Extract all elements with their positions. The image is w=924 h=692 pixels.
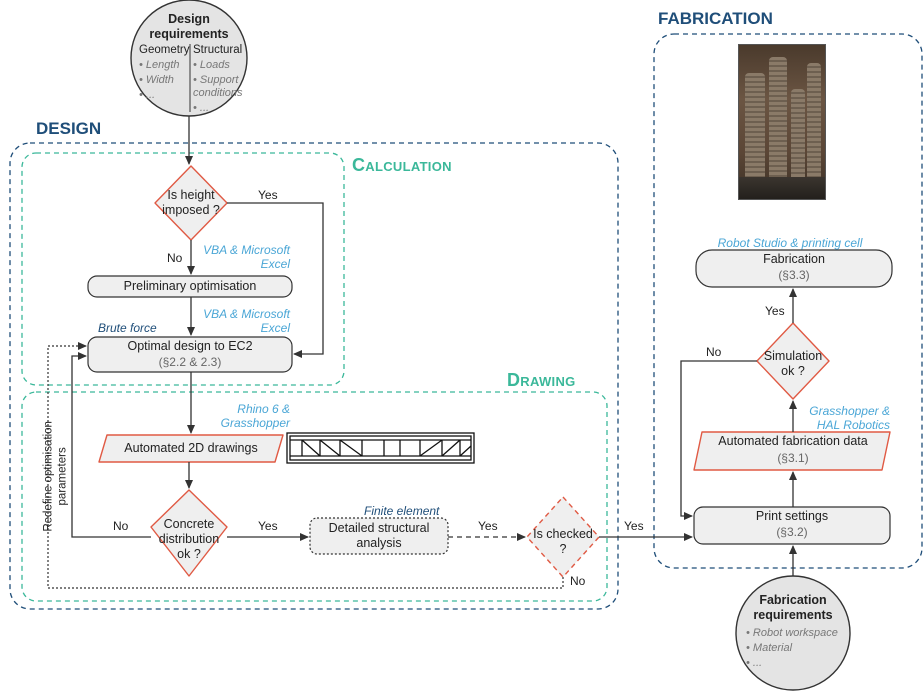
print-settings-box — [693, 506, 891, 545]
fabrication-requirement-item: • Robot workspace — [746, 627, 838, 639]
auto-fab-data-shape — [693, 431, 891, 471]
auto-fab-data-ref: (§3.1) — [777, 451, 809, 465]
edge-label-yes: Yes — [624, 519, 644, 533]
edge-concrete-no — [71, 352, 151, 538]
auto-drawings-label: Automated 2D drawings — [124, 441, 258, 455]
edge-label-yes: Yes — [765, 304, 785, 318]
fabrication-section-title: FABRICATION — [658, 9, 773, 28]
drawing-section-title: Drawing — [507, 370, 576, 390]
calculation-section-title: Calculation — [352, 155, 452, 175]
geometry-heading: Geometry — [139, 44, 190, 56]
fabrication-ref: (§3.3) — [778, 268, 810, 282]
edge-label-yes: Yes — [258, 188, 278, 202]
edge-simulation-no — [680, 360, 757, 520]
edge-label-no: No — [167, 251, 183, 265]
print-settings-ref: (§3.2) — [776, 525, 808, 539]
design-region — [9, 142, 619, 610]
fabrication-requirement-item: • Material — [746, 642, 793, 654]
edge-label-no: No — [570, 574, 586, 588]
printed-specimens-photo — [738, 44, 826, 200]
tool-vba-excel-2: VBA & Microsoft Excel — [203, 307, 290, 336]
structural-item: • ... — [193, 102, 210, 114]
drawing-region — [21, 391, 608, 602]
checked-decision-label: Is checked ? — [533, 527, 593, 556]
beam-drawing — [286, 432, 475, 464]
edge-label-no: No — [706, 345, 722, 359]
fabrication-region — [653, 33, 923, 569]
optimal-design-label: Optimal design to EC2 — [127, 339, 253, 353]
preliminary-box — [87, 275, 293, 298]
preliminary-label: Preliminary optimisation — [123, 279, 257, 293]
structural-analysis-label: Detailed structural analysis — [328, 521, 430, 550]
brute-force-note: Brute force — [98, 321, 157, 335]
edge-height-yes — [227, 202, 324, 358]
geometry-item: • ... — [139, 89, 156, 101]
optimal-design-ref: (§2.2 & 2.3) — [158, 355, 222, 369]
simulation-decision-diamond — [756, 322, 830, 400]
edge-label-yes: Yes — [478, 519, 498, 533]
structural-analysis-box — [309, 517, 449, 555]
geometry-item: • Length — [139, 59, 180, 71]
edge-label-yes: Yes — [258, 519, 278, 533]
structural-item: • Loads — [193, 59, 230, 71]
tool-vba-excel-1: VBA & Microsoft Excel — [203, 243, 290, 272]
tool-robot-studio: Robot Studio & printing cell — [717, 236, 863, 250]
structural-heading: Structural — [193, 44, 243, 56]
geometry-item: • Width — [139, 74, 174, 86]
fabrication-label: Fabrication — [763, 252, 825, 266]
optimal-design-box — [87, 336, 293, 373]
structural-item: • Support conditions — [193, 74, 243, 100]
design-requirements-title: Design requirements — [149, 12, 229, 41]
calculation-region — [21, 152, 345, 386]
tool-rhino: Rhino 6 & Grasshopper — [220, 402, 290, 431]
edge-label-no: No — [113, 519, 129, 533]
finite-element-note: Finite element — [364, 504, 440, 518]
redefine-parameters-label: Redefine optimisation parameters — [42, 421, 69, 532]
simulation-decision-label: Simulation ok ? — [763, 349, 823, 378]
design-section-title: DESIGN — [36, 119, 102, 138]
height-decision-label: Is height imposed ? — [162, 188, 220, 217]
fabrication-requirement-item: • ... — [746, 657, 763, 669]
edge-checked-no-loop — [47, 342, 564, 589]
fabrication-box — [695, 249, 893, 288]
auto-drawings-shape — [98, 434, 284, 463]
auto-fab-data-label: Automated fabrication data — [718, 434, 868, 448]
fabrication-requirements-title: Fabrication requirements — [753, 593, 833, 622]
checked-decision-diamond — [526, 496, 600, 578]
print-settings-label: Print settings — [755, 509, 829, 523]
tool-grasshopper-hal: Grasshopper & HAL Robotics — [809, 404, 890, 433]
concrete-decision-label: Concrete distribution ok ? — [158, 517, 220, 561]
concrete-decision-diamond — [150, 489, 228, 577]
